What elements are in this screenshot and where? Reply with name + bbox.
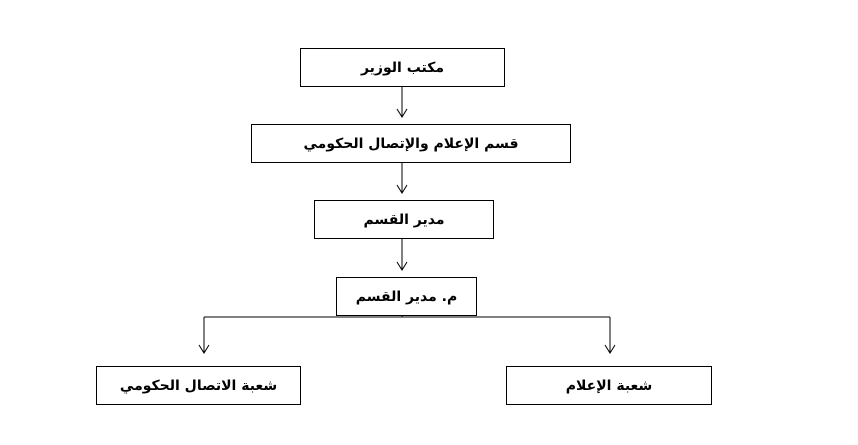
minister-office-box: مكتب الوزير bbox=[300, 48, 505, 87]
media-division-label: شعبة الإعلام bbox=[565, 377, 653, 394]
assistant-director-box: م. مدير القسم bbox=[336, 277, 477, 316]
arrowhead-department bbox=[396, 108, 408, 118]
media-division-box: شعبة الإعلام bbox=[506, 366, 712, 405]
department-director-box: مدير القسم bbox=[314, 200, 494, 239]
media-comm-department-label: قسم الإعلام والإتصال الحكومي bbox=[303, 135, 519, 152]
department-director-label: مدير القسم bbox=[363, 211, 445, 228]
arrowhead-assistant bbox=[396, 261, 408, 271]
minister-office-label: مكتب الوزير bbox=[360, 59, 445, 76]
gov-comm-division-box: شعبة الاتصال الحكومي bbox=[96, 366, 301, 405]
gov-comm-division-label: شعبة الاتصال الحكومي bbox=[119, 377, 278, 394]
media-comm-department-box: قسم الإعلام والإتصال الحكومي bbox=[251, 124, 571, 163]
arrowhead-gov-comm-division bbox=[198, 344, 210, 354]
arrowhead-media-division bbox=[604, 344, 616, 354]
arrowhead-director bbox=[396, 184, 408, 194]
assistant-director-label: م. مدير القسم bbox=[355, 288, 458, 305]
